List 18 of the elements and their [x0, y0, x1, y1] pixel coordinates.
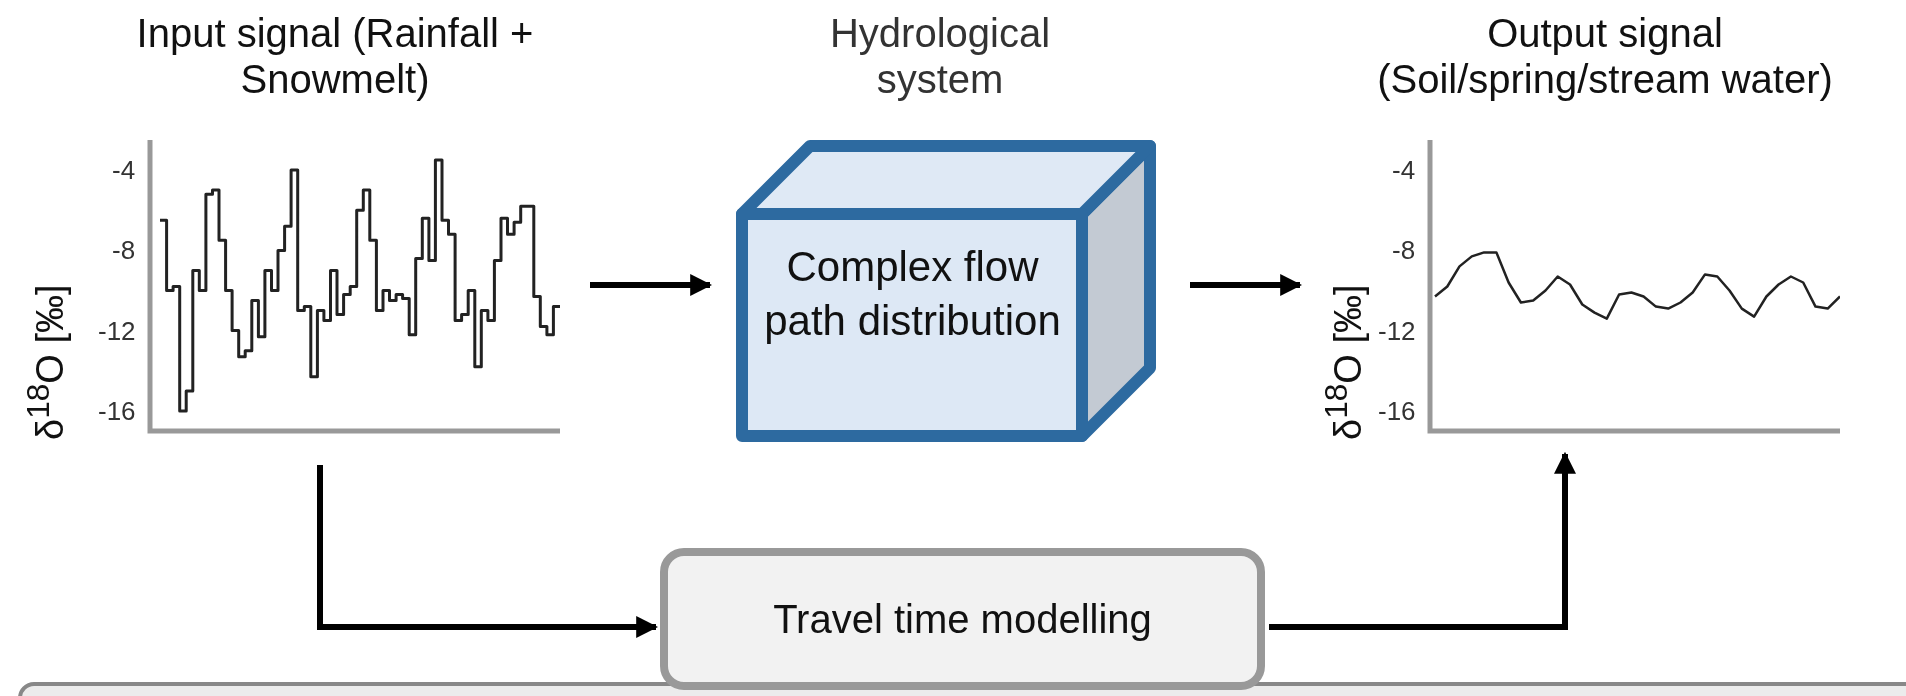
node-text: Travel time modelling [773, 596, 1152, 642]
tick-label: -4 [112, 155, 136, 186]
chart-title: Output signal (Soil/spring/stream water) [1376, 10, 1834, 102]
tick-label: -4 [1392, 155, 1416, 186]
node-heading: Hydrological system [828, 10, 1052, 102]
tick-label: -8 [112, 235, 136, 266]
node-text: Complex flow path distribution [763, 242, 1062, 346]
tick-label: -16 [1378, 396, 1416, 427]
arrow [317, 465, 659, 638]
tick-label: -12 [98, 316, 136, 347]
arrow [1190, 274, 1303, 296]
arrow [1269, 451, 1576, 630]
chart-title: Input signal (Rainfall + Snowmelt) [135, 10, 535, 102]
process-box [660, 548, 1265, 690]
tick-label: -12 [1378, 316, 1416, 347]
tick-label: -8 [1392, 235, 1416, 266]
tick-label: -16 [98, 396, 136, 427]
arrow [590, 274, 713, 296]
